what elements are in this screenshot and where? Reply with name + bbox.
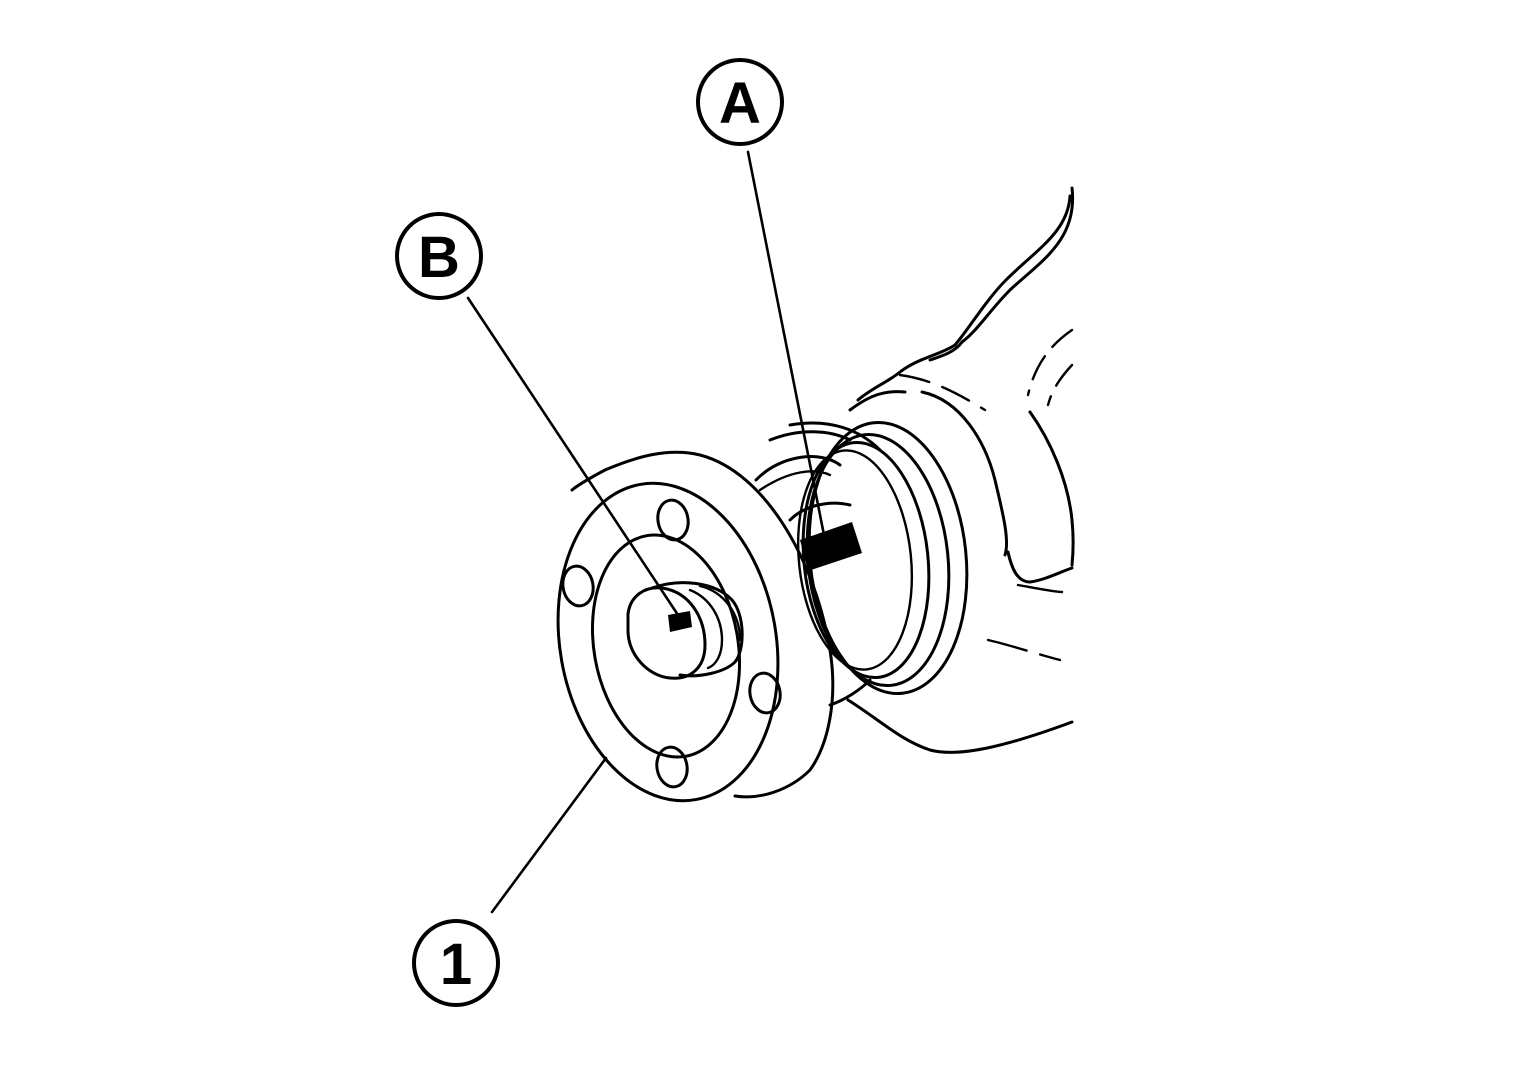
pinion-shaft-end bbox=[626, 581, 744, 680]
oil-seal-rings bbox=[754, 420, 969, 707]
callout-1: 1 bbox=[412, 919, 500, 1007]
leader-line-a bbox=[746, 150, 826, 537]
bolt-hole-icon bbox=[561, 564, 595, 608]
housing-body bbox=[846, 186, 1075, 754]
alignment-mark-a bbox=[800, 522, 862, 571]
bolt-hole-icon bbox=[655, 745, 689, 789]
callout-b: B bbox=[395, 212, 483, 300]
companion-flange bbox=[556, 450, 835, 803]
leader-line-1 bbox=[490, 756, 608, 914]
callout-a-label: A bbox=[719, 71, 761, 136]
callout-1-label: 1 bbox=[440, 932, 472, 997]
callout-a: A bbox=[696, 58, 784, 146]
alignment-mark-b bbox=[668, 611, 692, 632]
callout-b-label: B bbox=[418, 225, 460, 290]
leader-line-b bbox=[466, 296, 682, 620]
bolt-hole-icon bbox=[748, 671, 782, 715]
bolt-hole-icon bbox=[656, 498, 690, 542]
